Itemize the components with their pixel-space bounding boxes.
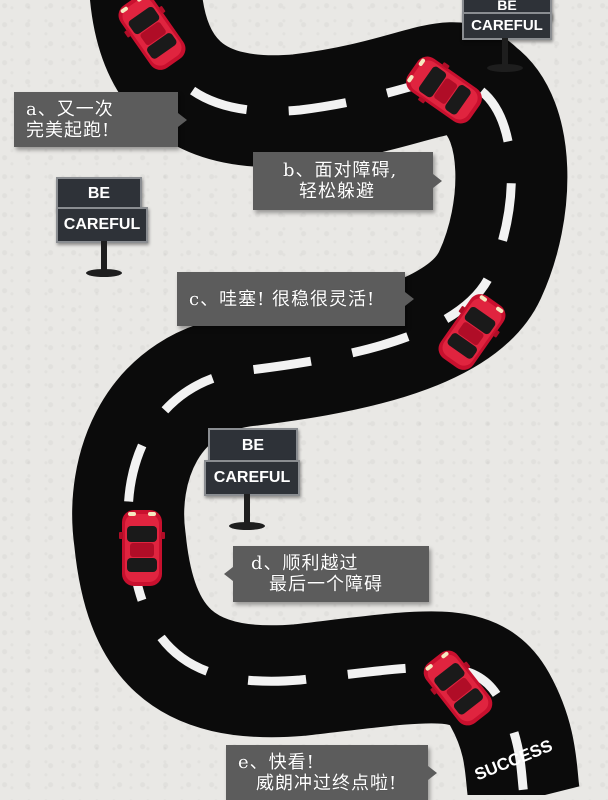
bubble-a: a、又一次 完美起跑! [14, 92, 187, 147]
bubble-a-line1: a、又一次 [26, 98, 114, 120]
sign-top-line1: BE [497, 0, 517, 13]
sign-left-line2: CAREFUL [63, 216, 141, 233]
bubble-b: b、面对障碍, 轻松躲避 [253, 152, 442, 210]
lane-marking [123, 0, 529, 795]
bubble-b-line2: 轻松躲避 [299, 181, 375, 202]
sign-top-line2: CAREFUL [471, 17, 543, 34]
bubble-e-line2: 威朗冲过终点啦! [256, 772, 398, 794]
bubble-c: c、哇塞! 很稳很灵活! [177, 272, 414, 326]
bubble-e-line1: e、快看! [238, 751, 315, 773]
sign-middle-line2: CAREFUL [213, 469, 291, 486]
bubble-d-line2: 最后一个障碍 [269, 574, 383, 595]
sign-middle-line1: BE [241, 437, 265, 454]
bubble-c-line1: c、哇塞! 很稳很灵活! [189, 288, 376, 310]
car-icon [119, 510, 165, 586]
bubble-b-line1: b、面对障碍, [283, 160, 398, 181]
bubble-d: d、顺利越过 最后一个障碍 [224, 546, 429, 602]
sign-left-line1: BE [87, 185, 111, 202]
bubble-e: e、快看! 威朗冲过终点啦! [226, 745, 437, 800]
sign-top: BE CAREFUL [462, 0, 562, 82]
sign-left: BE CAREFUL [54, 177, 154, 281]
sign-icon: BE [208, 428, 298, 464]
bubble-a-line2: 完美起跑! [26, 119, 111, 141]
bubble-d-line1: d、顺利越过 [251, 553, 359, 574]
sign-icon: BE [56, 177, 142, 211]
sign-middle: BE CAREFUL [204, 428, 304, 536]
